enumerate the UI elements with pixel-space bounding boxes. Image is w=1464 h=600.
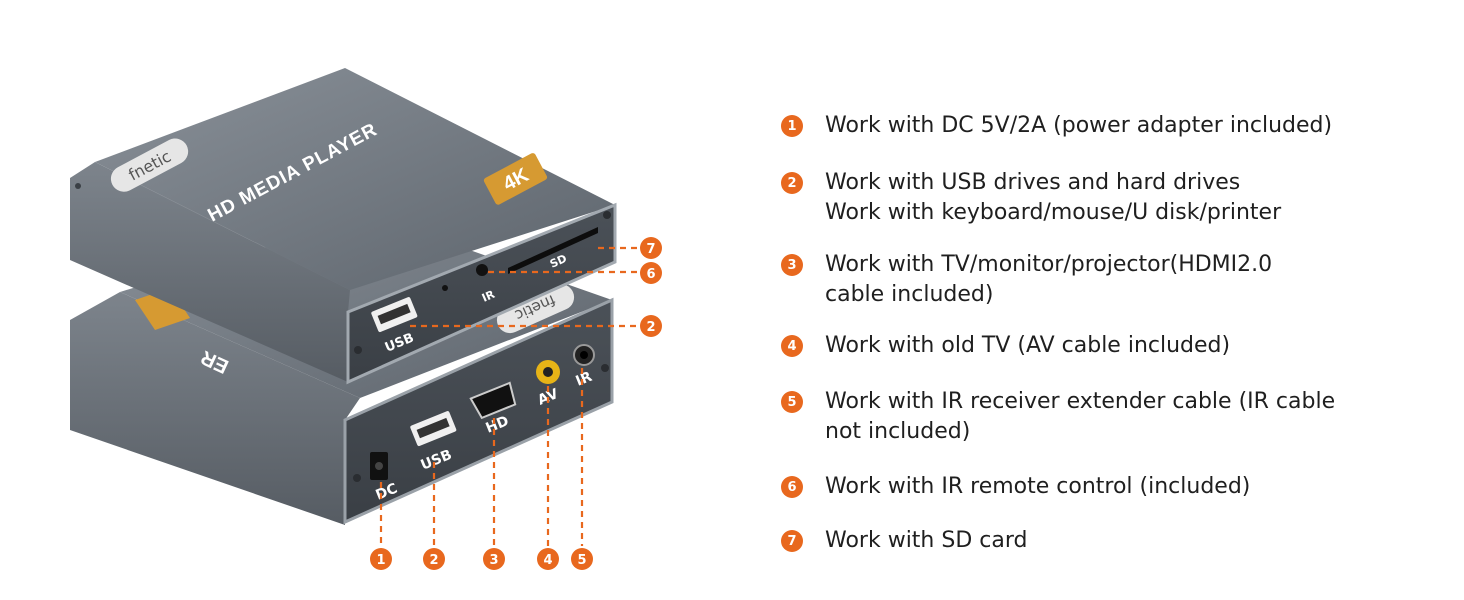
feature-line: Work with USB drives and hard drives — [825, 170, 1241, 195]
sd-slot-label: SD — [548, 252, 569, 271]
feature-text: Work with SD card — [825, 526, 1027, 556]
feature-number-badge: 4 — [781, 335, 803, 357]
feature-item: 5 Work with IR receiver extender cable (I… — [781, 387, 1335, 447]
feature-number-badge: 5 — [781, 391, 803, 413]
svg-text:1: 1 — [376, 553, 385, 568]
feature-text: Work with TV/monitor/projector(HDMI2.0 ca… — [825, 250, 1272, 310]
sd-card-slot[interactable] — [508, 227, 598, 274]
feature-text: Work with old TV (AV cable included) — [825, 331, 1230, 361]
feature-number-badge: 1 — [781, 115, 803, 137]
feature-line: Work with IR receiver extender cable (IR… — [825, 389, 1336, 414]
feature-item: 7 Work with SD card — [781, 526, 1027, 556]
led-indicator — [442, 285, 448, 291]
feature-item: 1 Work with DC 5V/2A (power adapter inclu… — [781, 111, 1332, 141]
feature-item: 4 Work with old TV (AV cable included) — [781, 331, 1230, 361]
callout-badge-4: 4 — [537, 548, 559, 570]
dc-port[interactable] — [370, 452, 388, 480]
ir-receiver — [476, 264, 488, 276]
callout-badge-6: 6 — [640, 262, 662, 284]
usb-port-bottom[interactable] — [410, 410, 457, 447]
screw-icon — [601, 364, 609, 372]
svg-text:2: 2 — [429, 553, 438, 568]
svg-text:4: 4 — [543, 553, 552, 568]
feature-line: Work with TV/monitor/projector(HDMI2.0 — [825, 252, 1273, 277]
svg-text:7: 7 — [646, 242, 655, 257]
callout-badge-2-side: 2 — [640, 315, 662, 337]
feature-number-badge: 6 — [781, 476, 803, 498]
ir-jack-label: IR — [574, 369, 595, 390]
callout-badge-1: 1 — [370, 548, 392, 570]
feature-line: Work with old TV (AV cable included) — [825, 333, 1231, 358]
screw-icon — [603, 211, 611, 219]
feature-line: cable included) — [825, 282, 994, 307]
callout-badge-2: 2 — [423, 548, 445, 570]
screw-icon — [75, 183, 81, 189]
svg-text:3: 3 — [489, 553, 498, 568]
feature-number-badge: 2 — [781, 172, 803, 194]
callout-badge-3: 3 — [483, 548, 505, 570]
feature-text: Work with IR receiver extender cable (IR… — [825, 387, 1335, 447]
feature-line: not included) — [825, 419, 971, 444]
svg-text:6: 6 — [646, 267, 655, 282]
usb-port-top[interactable] — [371, 296, 418, 333]
screw-icon — [354, 346, 362, 354]
media-player-illustration: ER fnetic DC USB HD AV — [70, 68, 662, 570]
feature-line: Work with DC 5V/2A (power adapter includ… — [825, 113, 1333, 138]
svg-text:5: 5 — [577, 553, 586, 568]
feature-item: 3 Work with TV/monitor/projector(HDMI2.0 c… — [781, 250, 1272, 310]
top-unit: fnetic HD MEDIA PLAYER 4K SD IR USB — [70, 68, 617, 385]
feature-line: Work with keyboard/mouse/U disk/printer — [825, 200, 1282, 225]
feature-line: Work with SD card — [825, 528, 1028, 553]
svg-text:2: 2 — [646, 320, 655, 335]
ir-jack[interactable] — [573, 344, 595, 366]
feature-line: Work with IR remote control (included) — [825, 474, 1251, 499]
callout-badge-5: 5 — [571, 548, 593, 570]
callout-lines — [379, 246, 640, 546]
feature-text: Work with DC 5V/2A (power adapter includ… — [825, 111, 1332, 141]
feature-text: Work with IR remote control (included) — [825, 472, 1250, 502]
hdmi-port[interactable] — [469, 381, 518, 420]
feature-item: 6 Work with IR remote control (included) — [781, 472, 1250, 502]
feature-number-badge: 3 — [781, 254, 803, 276]
callout-badge-7: 7 — [640, 237, 662, 259]
feature-number-badge: 7 — [781, 530, 803, 552]
screw-icon — [353, 474, 361, 482]
ir-receiver-label: IR — [480, 288, 497, 305]
av-port[interactable] — [536, 360, 560, 384]
